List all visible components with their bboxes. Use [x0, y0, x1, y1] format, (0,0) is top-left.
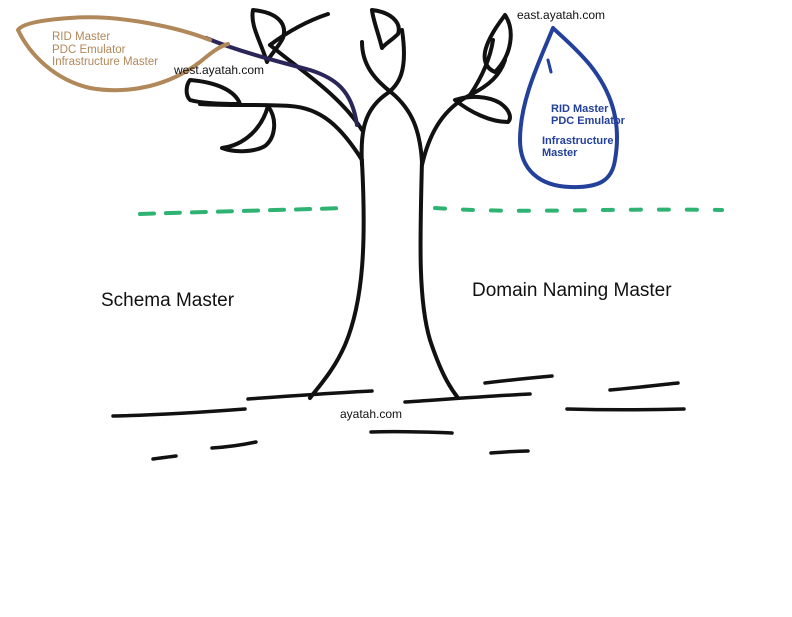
east-role-master: Master: [542, 147, 578, 159]
west-domain-label: west.ayatah.com: [174, 63, 265, 77]
east-domain-label: east.ayatah.com: [517, 8, 606, 22]
ground-line-8: [210, 440, 258, 450]
left-twig: [268, 12, 330, 47]
ground-line-5: [608, 381, 680, 392]
leaf-right-top: [482, 13, 513, 74]
left-branch: [198, 102, 364, 162]
ground-line-9: [151, 454, 178, 461]
east-leaf-roles-bottom: Infrastructure Master: [542, 135, 614, 159]
west-role-pdc: PDC Emulator: [52, 43, 126, 56]
leaf-left-mid: [184, 78, 242, 106]
ground-line-10: [489, 449, 530, 455]
leaf-left-low: [220, 104, 277, 154]
center-branch-a: [359, 28, 407, 167]
east-leaf-tick: [546, 58, 553, 74]
ground-line-6: [565, 407, 686, 412]
east-role-infrastructure: Infrastructure: [542, 135, 614, 147]
west-role-rid: RID Master: [52, 31, 111, 43]
trunk-left: [308, 160, 366, 400]
west-branch: [204, 36, 359, 127]
leaf-right-mid: [453, 94, 512, 124]
ground-line-7: [369, 429, 454, 435]
east-role-pdc: PDC Emulator: [551, 115, 625, 127]
west-leaf-outline: [16, 15, 230, 93]
domain-naming-master-label: Domain Naming Master: [472, 280, 672, 301]
left-upper-branch: [268, 43, 364, 132]
right-upper-branch: [468, 38, 495, 97]
west-leaf-roles: RID Master PDC Emulator Infrastructure M…: [52, 31, 158, 69]
ground-line-4: [483, 374, 554, 385]
boundary-dashed-line-right: [433, 206, 724, 213]
ground-line-3: [403, 392, 532, 404]
center-branch-b: [360, 40, 424, 164]
trunk-right: [418, 158, 460, 400]
west-role-infrastructure: Infrastructure Master: [52, 56, 159, 68]
right-branch: [420, 58, 507, 167]
schema-master-label: Schema Master: [101, 290, 235, 311]
leaf-top-left: [250, 8, 287, 64]
root-domain-label: ayatah.com: [340, 407, 403, 421]
east-leaf-roles-top: RID Master PDC Emulator: [551, 103, 625, 127]
east-leaf-outline: [518, 26, 619, 190]
leaf-top-center: [370, 8, 401, 50]
ground-line-1: [111, 407, 247, 418]
ground-line-2: [246, 389, 374, 401]
east-role-rid: RID Master: [551, 103, 609, 115]
boundary-dashed-line: [138, 206, 347, 216]
